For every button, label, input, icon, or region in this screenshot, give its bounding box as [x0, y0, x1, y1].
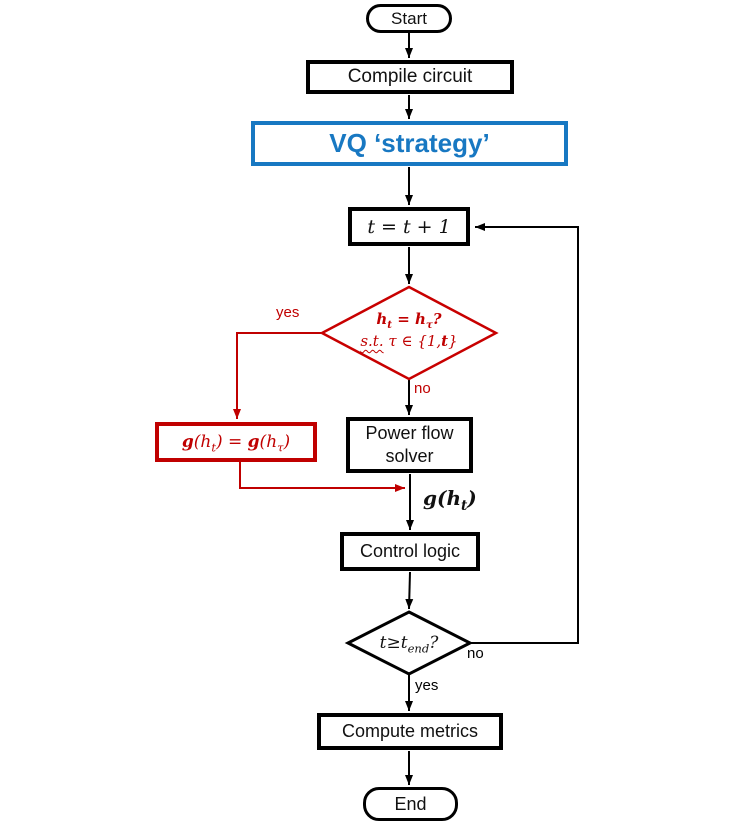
- control-logic-box: Control logic: [340, 532, 480, 571]
- match-yes-label: yes: [276, 304, 300, 321]
- compile-circuit-box: Compile circuit: [306, 60, 514, 94]
- freeze-assignment-box: g(ht) = g(hτ): [155, 422, 317, 462]
- compute-metrics-box: Compute metrics: [317, 713, 503, 750]
- compute-metrics-label: Compute metrics: [341, 721, 479, 741]
- match-constraint: s.t. τ ∈ {1,t}: [360, 331, 458, 350]
- gh-output-label: g(ht): [423, 486, 477, 514]
- increment-label: t = t + 1: [367, 215, 451, 238]
- end-yes-label: yes: [415, 677, 439, 694]
- end-no-label: no: [467, 645, 484, 662]
- power-flow-solver-label: Power flow solver: [365, 422, 454, 466]
- match-diamond-text: ht = hτ? s.t. τ ∈ {1,t}: [317, 309, 501, 353]
- end-check-text: t≥tend?: [379, 633, 439, 656]
- vq-strategy-box: VQ ‘strategy’: [251, 121, 568, 166]
- match-diamond: [319, 285, 499, 381]
- end-label: End: [394, 793, 427, 814]
- control-logic-label: Control logic: [359, 541, 461, 561]
- increment-box: t = t + 1: [348, 207, 470, 246]
- match-no-label: no: [414, 380, 431, 397]
- match-condition: ht = hτ?: [376, 310, 442, 331]
- vq-strategy-label: VQ ‘strategy’: [329, 128, 490, 158]
- start-terminal: Start: [366, 4, 452, 33]
- compile-circuit-label: Compile circuit: [347, 66, 473, 87]
- power-flow-solver-box: Power flow solver: [346, 417, 473, 473]
- freeze-expression: g(ht) = g(hτ): [181, 432, 291, 455]
- end-terminal: End: [363, 787, 458, 821]
- end-check-diamond: [344, 610, 474, 676]
- start-label: Start: [391, 8, 427, 28]
